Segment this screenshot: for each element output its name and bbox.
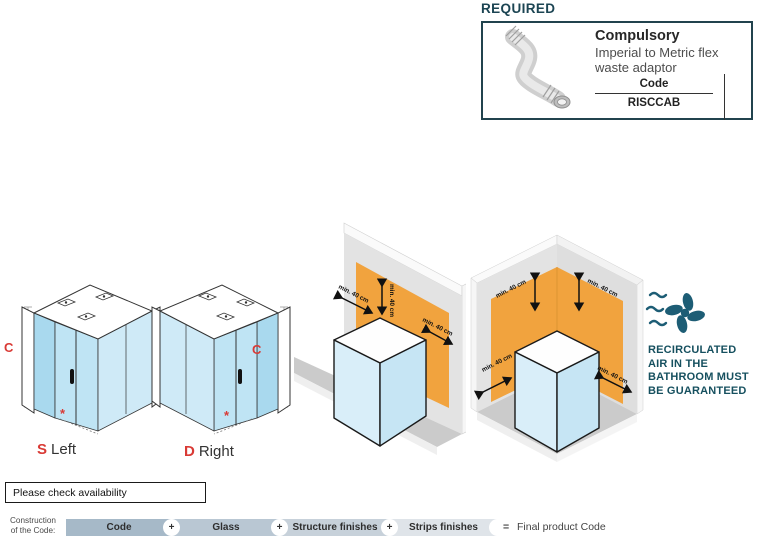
clearance-arrows (332, 278, 454, 346)
code-segment-strips-finishes: Strips finishes (390, 519, 497, 536)
cabin-side: Left (51, 441, 77, 458)
cabin-letter: D (184, 443, 195, 460)
fan-blades (665, 293, 705, 333)
flex-waste-adaptor-image (483, 23, 595, 118)
plus-operator: + (163, 519, 180, 536)
code-divider (595, 93, 713, 94)
availability-note-text: Please check availability (13, 486, 127, 499)
flex-pipe-illustration (505, 25, 571, 109)
ventilation-notice: RECIRCULATED AIR IN THE BATHROOM MUST BE… (648, 344, 757, 398)
ventilation-line: BATHROOM MUST (648, 371, 749, 383)
cabin-height-label-left: C (4, 340, 14, 355)
door-handle (70, 369, 74, 384)
cabin-letter: S (37, 441, 48, 458)
segment-end-cap (489, 519, 506, 536)
code-construction-label: Construction of the Code: (10, 516, 56, 535)
cabin-side: Right (198, 443, 234, 460)
final-product-code-label: Final product Code (517, 521, 606, 533)
code-segment-glass: Glass (172, 519, 280, 536)
cabin-footnote-marker: * (224, 408, 230, 423)
air-flow-lines (645, 291, 668, 327)
plus-operator: + (381, 519, 398, 536)
pipe-ribs (505, 25, 560, 104)
installation-diagram-corner: min. 40 cm min. 40 cm min. 40 cm min. 40… (455, 222, 645, 477)
cabin-height-label-right: C (252, 342, 262, 357)
product-code-block: Code RISCCAB (595, 74, 725, 120)
clearance-label: min. 40 cm (388, 284, 395, 317)
code-segment-code: Code (66, 519, 172, 536)
cabin-drawing-s-left (12, 277, 162, 442)
ventilation-line: BE GUARANTEED (648, 384, 747, 397)
cabin-footnote-marker: * (60, 406, 66, 421)
shower-box (333, 317, 427, 447)
product-description: Imperial to Metric flex waste adaptor (595, 45, 719, 75)
code-vertical-rule (724, 74, 725, 120)
code-label: Code (639, 78, 669, 90)
roof-fixtures (56, 292, 115, 321)
door-handle (238, 369, 242, 384)
shower-box (514, 330, 600, 453)
code-segment-structure-finishes: Structure finishes (280, 519, 390, 536)
product-title: Compulsory (595, 28, 680, 44)
roof-fixtures (197, 292, 256, 321)
required-heading: REQUIRED (481, 1, 556, 16)
required-product-info: Compulsory Imperial to Metric flex waste… (595, 23, 751, 120)
fan-icon (644, 286, 706, 349)
ventilation-line: AIR IN THE (648, 357, 709, 370)
ventilation-line: RECIRCULATED (648, 344, 737, 356)
equals-operator: = (503, 521, 510, 533)
cabin-drawing-d-right (150, 277, 300, 442)
required-product-box: Compulsory Imperial to Metric flex waste… (481, 21, 753, 120)
availability-note-box: Please check availability (5, 482, 206, 503)
clearance-arrows (473, 272, 633, 401)
plus-operator: + (271, 519, 288, 536)
installation-diagram-wall: min. 40 cm min. 40 cm min. 40 cm (294, 222, 469, 463)
code-value: RISCCAB (627, 97, 681, 109)
